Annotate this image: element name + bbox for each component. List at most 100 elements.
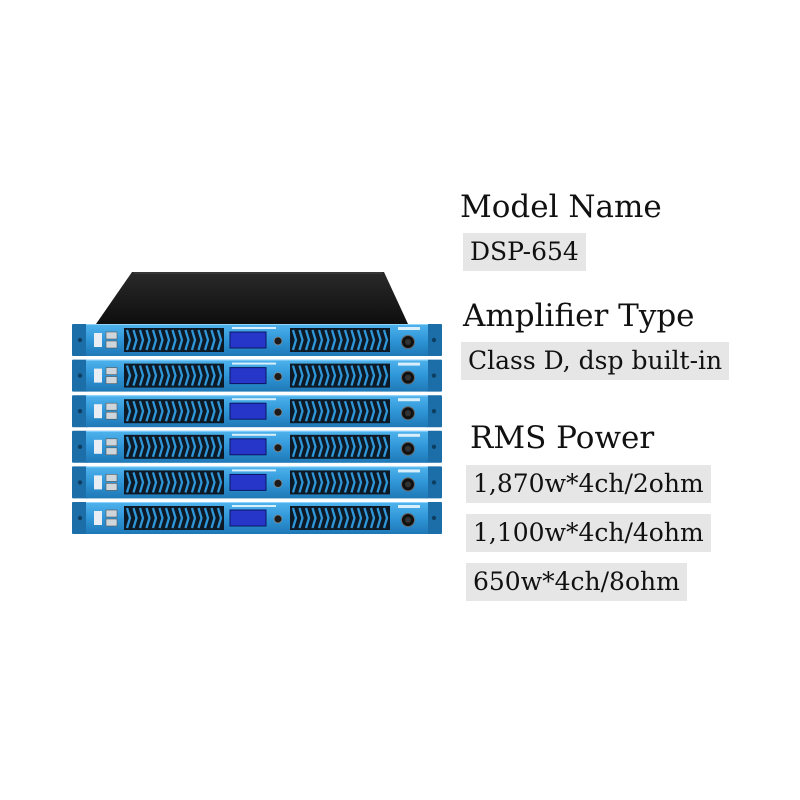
rack-hole — [77, 409, 83, 414]
vent-chevron — [125, 365, 132, 386]
unit-label — [398, 469, 420, 473]
vent-chevron — [350, 472, 356, 493]
vent-chevron — [164, 472, 171, 493]
vent-chevron — [298, 436, 304, 458]
vent-chevron — [164, 365, 171, 386]
vent-chevron — [216, 365, 223, 386]
usb-port — [105, 367, 118, 375]
vent-chevron — [216, 436, 223, 458]
vent-chevron — [164, 507, 171, 529]
vent-chevron — [138, 436, 145, 458]
vent-chevron — [132, 472, 138, 493]
vent-chevron — [132, 365, 138, 386]
rack-hole — [431, 480, 437, 485]
vent-chevron — [304, 365, 311, 386]
vent-chevron — [317, 329, 324, 351]
vent-chevron — [203, 436, 210, 458]
rack-hole — [431, 409, 437, 414]
vent-chevron — [317, 400, 324, 422]
rack-hole — [431, 515, 437, 521]
vent-chevron — [376, 400, 382, 422]
usb-port — [105, 402, 118, 411]
vent-chevron — [343, 400, 350, 422]
vent-chevron — [382, 472, 389, 493]
vent-chevron — [324, 400, 330, 422]
usb-port — [105, 509, 118, 518]
vent-chevron — [369, 365, 376, 386]
vent-chevron — [210, 329, 216, 351]
unit-label — [398, 327, 420, 330]
vent-chevron — [125, 400, 132, 422]
vent-chevron — [177, 472, 184, 493]
vent-chevron — [304, 472, 311, 493]
vent-chevron — [324, 329, 330, 351]
vent-chevron — [151, 472, 158, 493]
vent-chevron — [216, 472, 223, 493]
unit-label — [398, 398, 420, 402]
vent-chevron — [291, 329, 298, 351]
vent-chevron — [330, 329, 337, 351]
rack-hole — [431, 373, 437, 378]
vent-chevron — [158, 400, 164, 422]
vent-chevron — [343, 472, 350, 493]
vent-chevron — [382, 436, 389, 458]
vent-chevron — [138, 365, 145, 386]
vent-chevron — [311, 329, 317, 351]
vent-chevron — [376, 365, 382, 386]
vent-chevron — [317, 507, 324, 529]
vent-chevron — [343, 507, 350, 529]
vent-chevron — [356, 329, 363, 351]
vent-chevron — [311, 365, 317, 386]
vent-chevron — [210, 472, 216, 493]
brand-logo — [94, 475, 102, 490]
vent-chevron — [216, 507, 223, 529]
vent-chevron — [363, 365, 369, 386]
vent-chevron — [125, 436, 132, 458]
amplifier-stack-image — [72, 272, 442, 534]
vent-chevron — [356, 472, 363, 493]
vent-chevron — [197, 400, 203, 422]
brand-logo — [94, 404, 102, 419]
usb-port — [105, 518, 118, 527]
vent-chevron — [158, 436, 164, 458]
vent-chevron — [330, 400, 337, 422]
vent-chevron — [350, 365, 356, 386]
vent-chevron — [190, 400, 197, 422]
power-button-inner — [405, 445, 411, 452]
brand-logo — [94, 368, 102, 383]
vent-chevron — [330, 507, 337, 529]
vent-chevron — [317, 436, 324, 458]
amplifier-type-heading: Amplifier Type — [463, 298, 695, 334]
unit-label — [398, 505, 420, 508]
vent-chevron — [197, 436, 203, 458]
amplifier-type-value: Class D, dsp built-in — [461, 342, 730, 380]
power-button-inner — [405, 374, 411, 381]
vent-chevron — [184, 436, 190, 458]
chassis-top — [96, 272, 408, 324]
vent-chevron — [376, 507, 382, 529]
vent-chevron — [158, 507, 164, 529]
vent-chevron — [177, 436, 184, 458]
vent-chevron — [330, 365, 337, 386]
vent-chevron — [138, 400, 145, 422]
model-label — [232, 433, 276, 436]
vent-chevron — [324, 507, 330, 529]
vent-chevron — [210, 400, 216, 422]
vent-chevron — [311, 472, 317, 493]
vent-chevron — [190, 365, 197, 386]
rack-hole — [77, 444, 83, 449]
vent-chevron — [151, 365, 158, 386]
lcd-display — [229, 438, 267, 456]
control-knob — [273, 514, 283, 524]
lcd-display — [229, 331, 267, 349]
vent-chevron — [158, 472, 164, 493]
vent-chevron — [216, 400, 223, 422]
lcd-display — [229, 509, 267, 527]
vent-chevron — [210, 507, 216, 529]
vent-chevron — [125, 329, 132, 351]
model-name-heading: Model Name — [460, 189, 662, 225]
power-button-inner — [405, 481, 411, 488]
vent-chevron — [311, 507, 317, 529]
vent-chevron — [376, 436, 382, 458]
